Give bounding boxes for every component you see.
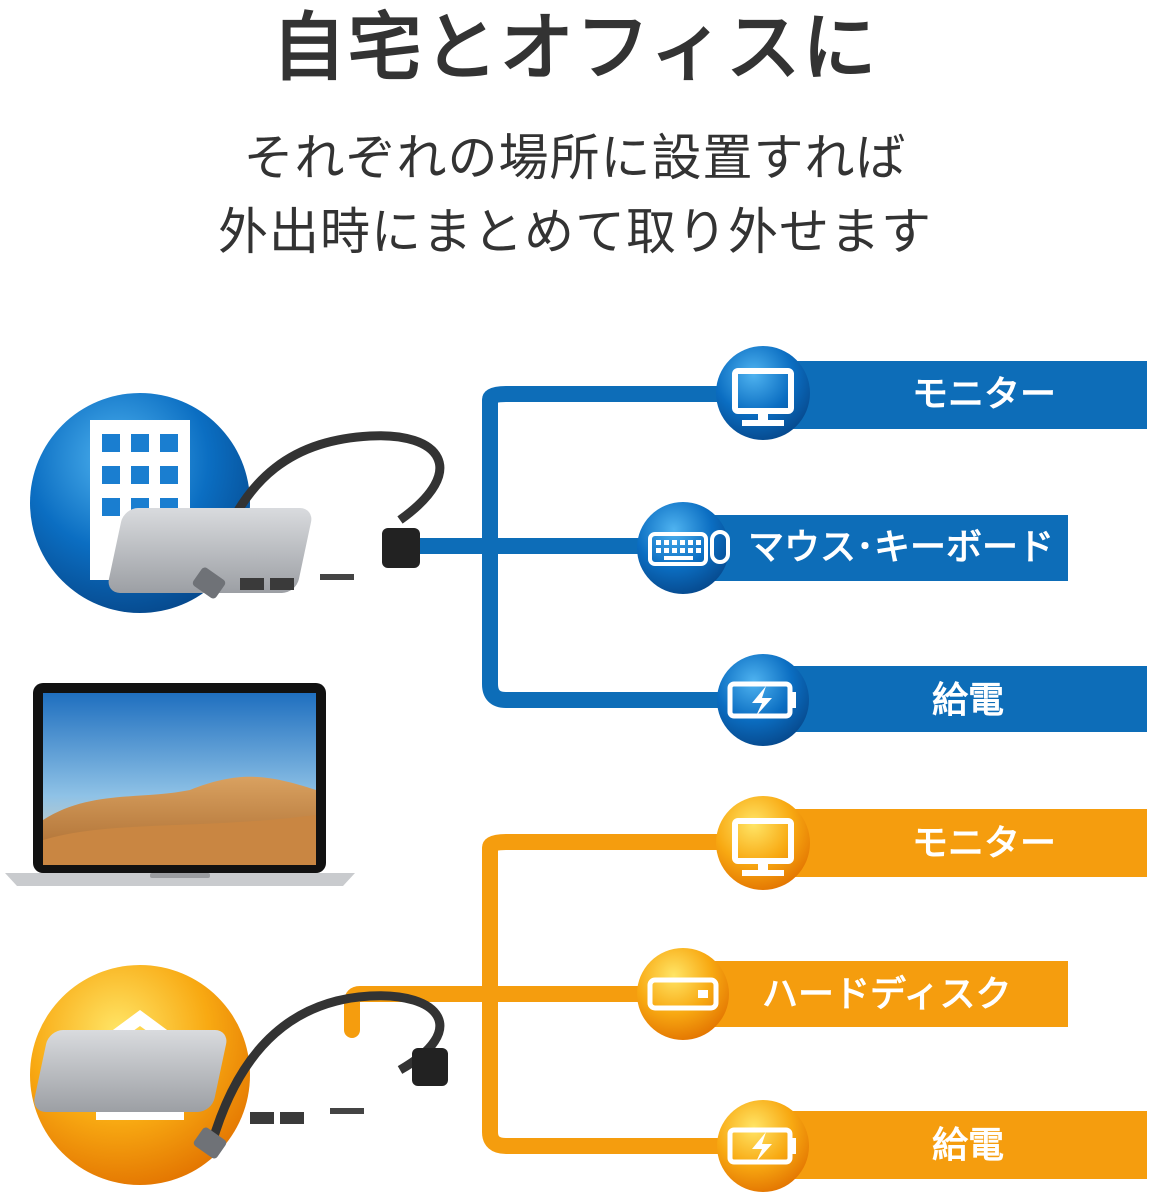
office-bar-keyboard (678, 515, 1068, 581)
office-usb-hub (108, 431, 445, 599)
office-battery-charging-icon (717, 654, 809, 746)
subtitle-line-1: それぞれの場所に設置すれば (243, 129, 907, 187)
home-section (30, 796, 1147, 1192)
home-bar-power (752, 1111, 1147, 1179)
office-label-power: 給電 (932, 680, 1005, 721)
home-label-power: 給電 (932, 1125, 1005, 1166)
office-section (30, 346, 1147, 746)
home-monitor-icon (716, 796, 810, 890)
home-label-hard-disk: ハードディスク (762, 974, 1012, 1015)
office-label-monitor: モニター (912, 374, 1057, 415)
home-hard-disk-icon (637, 948, 729, 1040)
office-keyboard-mouse-icon (637, 502, 730, 594)
office-monitor-icon (716, 346, 810, 440)
home-battery-charging-icon (717, 1100, 809, 1192)
office-label-keyboard-mouse: マウス･キーボード (748, 527, 1055, 568)
home-label-monitor: モニター (912, 823, 1057, 864)
home-bar-hdd (678, 961, 1068, 1027)
laptop-image (5, 683, 355, 886)
page-title: 自宅とオフィスに (271, 5, 879, 91)
office-bar-monitor (752, 361, 1147, 429)
office-bar-power (752, 666, 1147, 732)
home-usb-hub (34, 991, 448, 1159)
home-bar-monitor (752, 809, 1147, 877)
subtitle-line-2: 外出時にまとめて取り外せます (218, 203, 932, 261)
